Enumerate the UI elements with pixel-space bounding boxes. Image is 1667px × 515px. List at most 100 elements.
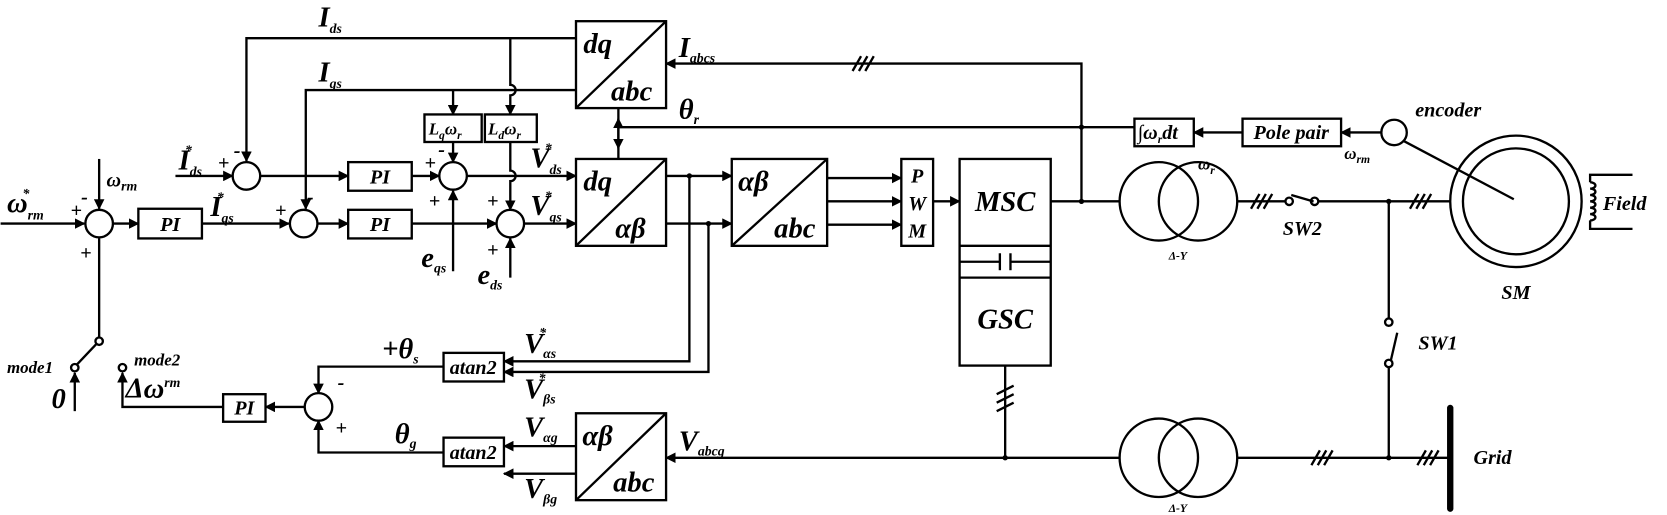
iq-pi-block <box>347 208 413 240</box>
svg-text:M: M <box>907 220 927 242</box>
sign-plus: + <box>80 243 91 265</box>
svg-text:θg: θg <box>395 419 417 451</box>
svg-text:abc: abc <box>611 77 653 108</box>
svg-text:SM: SM <box>1501 282 1531 304</box>
svg-text:ωrm: ωrm <box>1344 144 1370 166</box>
synchronous-machine: SM <box>1449 134 1583 304</box>
svg-text:PI: PI <box>369 214 391 236</box>
svg-text:eqs: eqs <box>421 243 446 275</box>
svg-text:-: - <box>438 139 445 161</box>
angle-sum-junction <box>303 391 334 422</box>
atan2-grid-block <box>442 436 506 468</box>
svg-text:eds: eds <box>477 260 502 292</box>
svg-text:Field: Field <box>1602 193 1648 215</box>
lq-wr-block <box>423 113 483 144</box>
speed-pi-block <box>137 207 204 240</box>
svg-text:mode1: mode1 <box>7 358 53 377</box>
svg-text:+: + <box>424 153 435 175</box>
svg-text:Pole pair: Pole pair <box>1253 122 1330 144</box>
svg-text:SW1: SW1 <box>1418 333 1457 355</box>
svg-text:atan2: atan2 <box>450 442 497 464</box>
svg-text:Grid: Grid <box>1474 447 1513 469</box>
svg-text:Vβs*: Vβs* <box>524 371 556 407</box>
svg-text:+: + <box>335 417 346 439</box>
svg-text:αβ: αβ <box>615 213 646 244</box>
three-phase-mark <box>851 55 875 72</box>
svg-text:Iqs: Iqs <box>318 58 342 91</box>
svg-text:abc: abc <box>613 468 655 499</box>
svg-text:dq: dq <box>583 29 612 60</box>
svg-text:+: + <box>218 153 229 175</box>
vd-sum-junction <box>438 160 469 191</box>
svg-text:Vαs*: Vαs* <box>524 325 556 361</box>
svg-text:PI: PI <box>369 166 391 188</box>
pole-pair-block <box>1241 117 1343 148</box>
atan2-stator-block <box>442 351 506 383</box>
svg-text:P: P <box>910 165 924 187</box>
svg-text:encoder: encoder <box>1415 100 1481 122</box>
transformer-machine-side: Δ-Y <box>1118 160 1239 263</box>
integrator-block <box>1133 117 1195 148</box>
alphabeta-abc-grid-transform-block: αβ abc <box>574 412 668 502</box>
svg-text:abc: abc <box>774 213 816 244</box>
dq-abc-transform-block: dq abc <box>574 20 668 110</box>
sign-minus: - <box>81 186 88 208</box>
svg-text:+θs: +θs <box>382 334 419 366</box>
svg-text:Vβg: Vβg <box>524 474 557 506</box>
iq-sum-junction <box>288 208 319 239</box>
svg-text:Vds*: Vds* <box>530 141 561 177</box>
svg-text:-: - <box>338 372 345 394</box>
svg-text:θr: θr <box>679 95 700 127</box>
svg-text:+: + <box>429 191 440 213</box>
svg-text:MSC: MSC <box>974 187 1036 218</box>
svg-text:mode2: mode2 <box>134 351 181 370</box>
svg-text:GSC: GSC <box>977 304 1034 335</box>
svg-text:Vabcg: Vabcg <box>679 426 725 458</box>
svg-text:ωrm*: ωrm* <box>7 186 44 222</box>
svg-text:ωr: ωr <box>1198 155 1215 177</box>
svg-text:dq: dq <box>583 167 612 198</box>
svg-text:-: - <box>307 186 314 208</box>
ld-wr-block <box>483 113 538 144</box>
sw2-switch[interactable]: SW2 <box>1283 192 1322 240</box>
back-to-back-converter: MSC GSC <box>958 157 1052 367</box>
pwm-block: P W M <box>900 157 935 248</box>
speed-feedback: ωrm <box>93 158 138 210</box>
svg-text:Δωrm: Δωrm <box>125 373 181 404</box>
sw1-switch[interactable]: SW1 <box>1383 317 1458 369</box>
speed-reference-input: ωrm* <box>0 186 86 229</box>
encoder: encoder <box>1380 100 1515 201</box>
svg-text:Ldωr: Ldωr <box>487 120 521 142</box>
grid-bus: Grid <box>1447 404 1513 512</box>
speed-sum-junction <box>84 208 115 239</box>
svg-text:PI: PI <box>159 214 181 236</box>
mode-switch[interactable]: mode1 mode2 <box>7 238 181 377</box>
svg-text:ωrm: ωrm <box>107 170 138 194</box>
svg-text:SW2: SW2 <box>1283 218 1322 240</box>
svg-text:Δ-Y: Δ-Y <box>1168 250 1188 263</box>
svg-text:Ids*: Ids* <box>178 143 202 179</box>
field-winding: Field <box>1588 173 1648 231</box>
svg-text:W: W <box>908 193 928 215</box>
svg-text:αβ: αβ <box>582 421 613 452</box>
svg-text:Lqωr: Lqωr <box>428 120 462 142</box>
sign-plus: + <box>71 200 82 222</box>
angle-pi-block <box>221 393 267 423</box>
transformer-grid-side: Δ-Y <box>1118 417 1239 515</box>
iqs-ref-label: Iqs* <box>209 189 233 225</box>
svg-text:Vαg: Vαg <box>524 413 558 445</box>
id-sum-junction <box>231 160 262 191</box>
svg-text:-: - <box>234 140 241 162</box>
svg-text:Δ-Y: Δ-Y <box>1168 502 1188 515</box>
vq-sum-junction <box>495 208 526 239</box>
svg-text:atan2: atan2 <box>450 357 497 379</box>
alphabeta-abc-transform-block: αβ abc <box>730 157 829 248</box>
svg-text:αβ: αβ <box>738 167 769 198</box>
svg-text:+: + <box>487 239 498 261</box>
svg-text:0: 0 <box>51 384 65 415</box>
svg-text:Iabcs: Iabcs <box>678 33 715 65</box>
svg-text:+: + <box>275 200 286 222</box>
svg-text:∫ωrdt: ∫ωrdt <box>1137 122 1180 146</box>
dq-alphabeta-transform-block: dq αβ <box>574 157 668 248</box>
